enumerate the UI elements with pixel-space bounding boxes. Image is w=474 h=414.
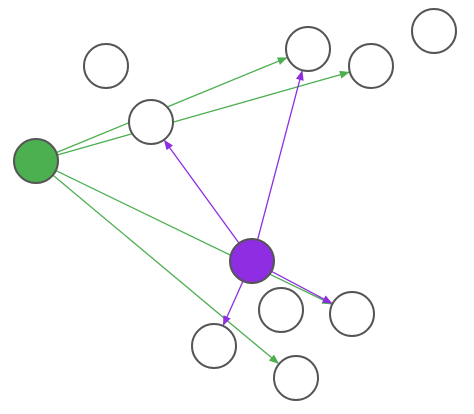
edge-n-purple-to-n-top-mid: [256, 70, 304, 240]
node-n-right-upper: [348, 43, 394, 89]
node-n-top-mid: [285, 26, 331, 72]
node-n-center-left: [128, 99, 174, 145]
node-n-purple: [229, 238, 275, 284]
node-n-mid-bottom: [258, 287, 304, 333]
edge-n-purple-to-n-right-lower: [271, 270, 333, 304]
edge-n-green-to-n-right-upper: [57, 70, 350, 156]
edge-n-purple-to-n-center-left: [163, 139, 240, 244]
nodes-layer: [13, 8, 457, 401]
edges-layer: [52, 57, 350, 364]
edge-n-green-to-n-right-lower: [55, 170, 333, 305]
edge-n-purple-to-n-bottom-left: [222, 280, 244, 326]
node-n-green: [13, 138, 59, 184]
node-n-top-right: [411, 8, 457, 54]
node-n-right-lower: [329, 291, 375, 337]
edge-n-green-to-n-top-mid: [56, 57, 288, 154]
edge-n-green-to-n-bottom-mid: [52, 174, 280, 364]
node-n-bottom-left: [191, 323, 237, 369]
node-n-bottom-mid: [273, 355, 319, 401]
node-n-top-left: [83, 43, 129, 89]
